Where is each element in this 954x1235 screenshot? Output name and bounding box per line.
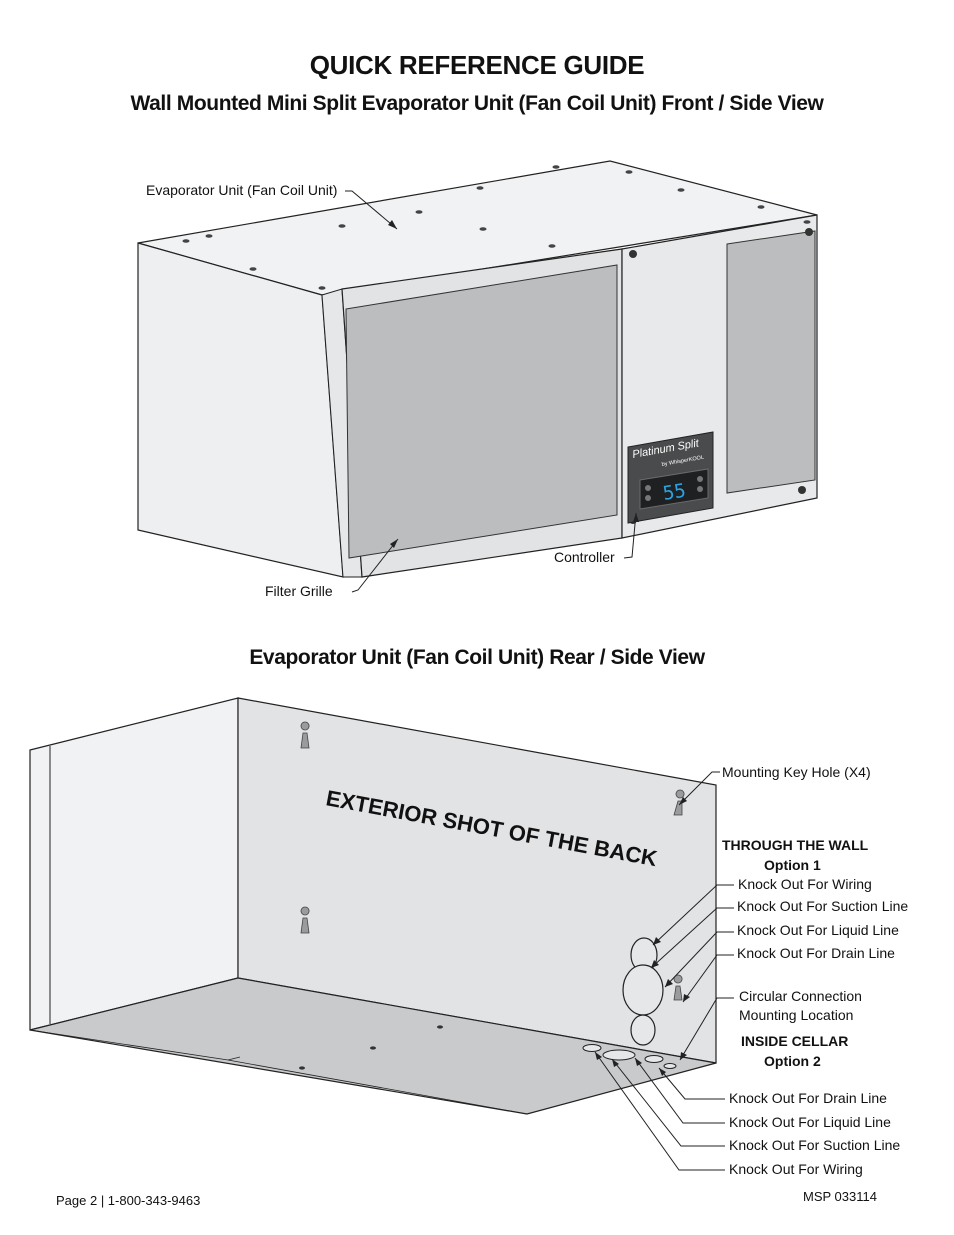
front-leader-lines <box>345 190 637 593</box>
controller-display: 55 <box>661 480 687 505</box>
label-inside-cellar: INSIDE CELLAR <box>741 1033 849 1049</box>
rear-view-diagram: EXTERIOR SHOT OF THE BACK <box>29 697 734 1171</box>
bottom-knockouts <box>582 1044 677 1069</box>
label-through-the-wall: THROUGH THE WALL <box>722 837 869 853</box>
label-suction-2: Knock Out For Suction Line <box>729 1137 901 1153</box>
bottom-screws <box>299 1025 443 1070</box>
unit-side-face <box>137 242 344 578</box>
controller-button-icon[interactable] <box>697 476 703 482</box>
label-drain-2: Knock Out For Drain Line <box>729 1090 887 1106</box>
controller-button-icon[interactable] <box>697 486 703 492</box>
page-subtitle: Wall Mounted Mini Split Evaporator Unit … <box>130 92 824 115</box>
label-wiring-1: Knock Out For Wiring <box>738 876 872 892</box>
label-wiring-2: Knock Out For Wiring <box>729 1161 863 1177</box>
keyhole-icon <box>300 721 685 1001</box>
label-filter-grille: Filter Grille <box>265 583 333 599</box>
label-circular-connection: Circular Connection <box>739 988 862 1004</box>
filter-grille <box>345 264 618 559</box>
label-controller: Controller <box>554 549 615 565</box>
back-knockouts <box>622 937 664 1046</box>
label-drain-1: Knock Out For Drain Line <box>737 945 895 961</box>
footer-doc-code: MSP 033114 <box>803 1189 877 1204</box>
controller-button-icon[interactable] <box>645 495 651 501</box>
controller-button-icon[interactable] <box>645 485 651 491</box>
label-option-1: Option 1 <box>764 857 821 873</box>
label-option-2: Option 2 <box>764 1053 821 1069</box>
rear-view-title: Evaporator Unit (Fan Coil Unit) Rear / S… <box>249 646 705 669</box>
page-title: QUICK REFERENCE GUIDE <box>309 50 645 80</box>
label-mounting-key-hole: Mounting Key Hole (X4) <box>722 764 871 780</box>
rear-leader-lines <box>594 771 734 1171</box>
label-mounting-location: Mounting Location <box>739 1007 854 1023</box>
side-vent-grille <box>726 230 816 494</box>
label-suction-1: Knock Out For Suction Line <box>737 898 909 914</box>
front-view-diagram: Platinum Split by WhisperKOOL 55 <box>137 160 818 593</box>
top-screws <box>182 165 811 290</box>
unit-left-side <box>29 697 239 1031</box>
label-liquid-2: Knock Out For Liquid Line <box>729 1114 891 1130</box>
unit-bottom <box>29 977 717 1115</box>
label-liquid-1: Knock Out For Liquid Line <box>737 922 899 938</box>
footer-page-info: Page 2 | 1-800-343-9463 <box>56 1193 201 1208</box>
controller-panel: Platinum Split by WhisperKOOL 55 <box>627 431 714 524</box>
label-evaporator-unit: Evaporator Unit (Fan Coil Unit) <box>146 182 338 198</box>
